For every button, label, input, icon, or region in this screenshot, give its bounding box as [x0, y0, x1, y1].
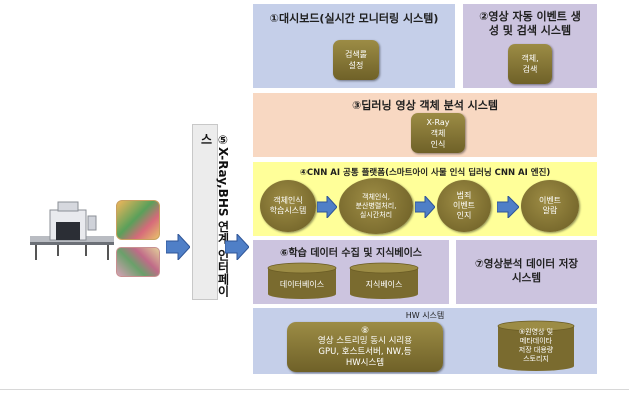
panel-video-storage: ⑦영상분석 데이터 저장 시스템 — [456, 240, 597, 304]
panel-dashboard: ①대시보드(실시간 모니터링 시스템) 검색룰 설정 — [253, 4, 455, 88]
cnn-arrow-3 — [496, 194, 520, 222]
xray-scanner-image — [28, 190, 116, 268]
panel-cnn-platform: ④CNN AI 공통 플랫폼(스마트아이 사물 인식 딥러닝 CNN AI 엔진… — [253, 162, 597, 236]
object-search-box: 객체, 검색 — [508, 44, 552, 84]
xray-scan-image-2 — [116, 247, 160, 277]
panel-deep-learning-title: ③딥러닝 영상 객체 분석 시스템 — [351, 99, 499, 112]
panel-learning-data-title: ⑥학습 데이터 수집 및 지식베이스 — [280, 248, 422, 259]
storage-cylinder: ⑨원영상 및 메타데이타 저장 대용량 스토리지 — [497, 320, 575, 372]
panel-hw-system-title: HW 시스템 — [405, 311, 445, 320]
panel-event-search-title: ②영상 자동 이벤트 생 성 및 검색 시스템 — [479, 10, 581, 37]
xray-scan-image-1 — [116, 200, 160, 240]
panel-learning-data: ⑥학습 데이터 수집 및 지식베이스 데이터베이스 지식베이스 — [253, 240, 449, 304]
database-cylinder: 데이터베이스 — [267, 262, 337, 300]
event-alarm-circle: 이벤트 알람 — [521, 180, 579, 232]
cnn-arrow-2 — [414, 194, 436, 222]
cnn-arrow-1 — [316, 194, 338, 222]
search-rule-box: 검색룰 설정 — [333, 40, 379, 80]
panel-event-search: ②영상 자동 이벤트 생 성 및 검색 시스템 객체, 검색 — [463, 4, 597, 88]
gpu-server-box: ⑧ 영상 스트리밍 동시 시리용 GPU, 호스트서버, NW,등 HW시스템 — [287, 322, 443, 372]
interface-bar: ⑤X-Ray,BHS 연계 인터페이스 — [192, 124, 230, 300]
panel-dashboard-title: ①대시보드(실시간 모니터링 시스템) — [269, 12, 439, 25]
arrow-from-interface — [224, 232, 250, 264]
bottom-divider — [0, 389, 629, 390]
learning-system-circle: 객체인식 학습시스템 — [260, 180, 316, 232]
interface-label: ⑤X-Ray,BHS 연계 인터페이스 — [199, 133, 230, 297]
parallel-processing-circle: 객체인식, 분산병렬처리, 실시간처리 — [339, 178, 413, 234]
panel-deep-learning: ③딥러닝 영상 객체 분석 시스템 X-Ray 객체 인식 — [253, 93, 597, 157]
knowledge-base-cylinder: 지식베이스 — [349, 262, 419, 300]
xray-object-recognition-box: X-Ray 객체 인식 — [411, 113, 465, 153]
panel-cnn-platform-title: ④CNN AI 공통 플랫폼(스마트아이 사물 인식 딥러닝 CNN AI 엔진… — [299, 168, 551, 178]
arrow-to-interface — [165, 232, 191, 264]
panel-video-storage-title: ⑦영상분석 데이터 저장 시스템 — [474, 258, 579, 284]
panel-hw-system: HW 시스템 ⑧ 영상 스트리밍 동시 시리용 GPU, 호스트서버, NW,등… — [253, 308, 597, 374]
crime-event-circle: 범죄 이벤트 인지 — [437, 180, 491, 232]
